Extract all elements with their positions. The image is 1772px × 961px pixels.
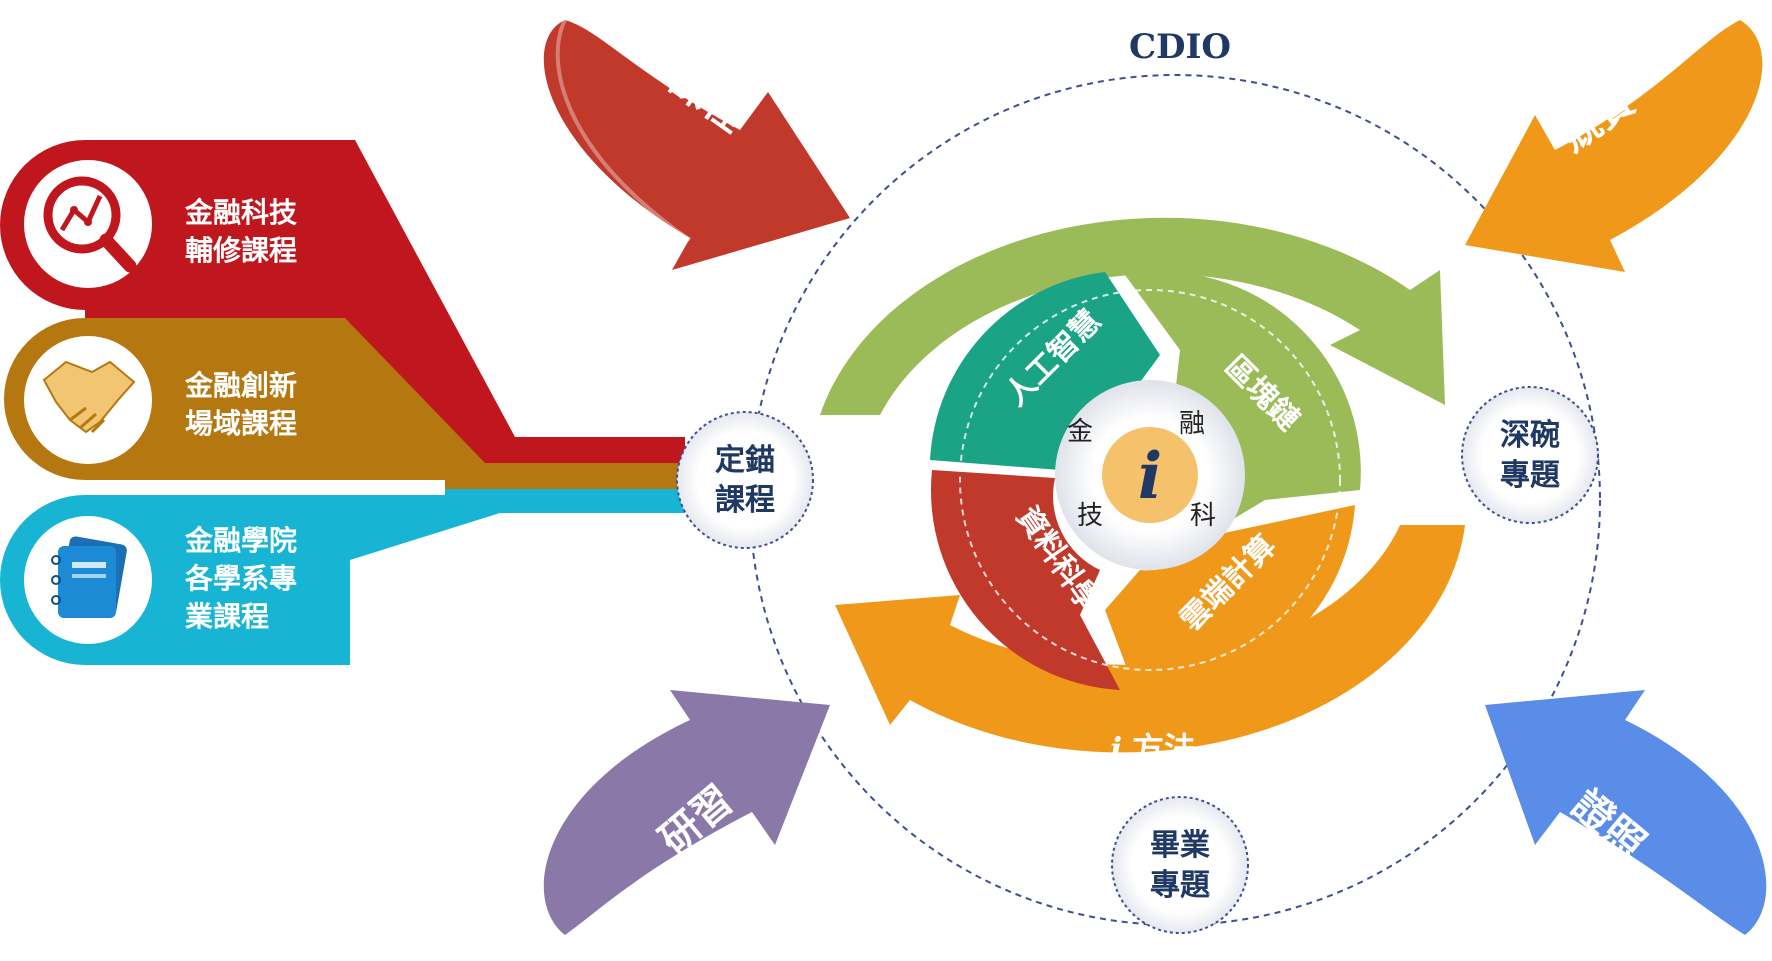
inner-cycle: 人工智慧 區塊鏈 雲端計算 資料科學: [930, 271, 1361, 692]
magnifier-chart-icon: [24, 160, 152, 288]
arrow-internship: 研習: [543, 690, 830, 935]
core-i-badge: [1102, 427, 1198, 523]
node-deep-line-2: 專題: [1500, 458, 1560, 493]
core-hub: i 金 融 技 科: [1055, 380, 1245, 570]
arrow-certificate: 證照: [1485, 690, 1767, 935]
college-line-3: 業課程: [185, 600, 269, 633]
tools-ring: i 工具: [820, 182, 1445, 415]
node-graduation-line-1: 畢業: [1150, 828, 1210, 863]
innovation-line-2: 場域課程: [185, 407, 297, 440]
segment-blockchain: [1125, 271, 1361, 530]
tools-label: 工具: [1155, 182, 1219, 220]
banner-labels: 金融科技 輔修課程 金融創新 場域課程 金融學院 各學系專 業課程: [184, 196, 297, 633]
node-deep-line-1: 深碗: [1500, 418, 1560, 453]
methods-ring: i 方法: [835, 525, 1465, 768]
node-anchor: 定錨 課程: [676, 411, 814, 549]
core-char-ke: 科: [1190, 501, 1216, 531]
core-i-glyph: i: [1138, 439, 1162, 514]
node-deep: 深碗 專題: [1461, 386, 1599, 524]
arrow-course: 課程: [543, 19, 850, 270]
fintech-line-1: 金融科技: [184, 196, 297, 229]
methods-label: 方法: [1132, 730, 1196, 768]
arrow-competition: 競賽: [1465, 20, 1763, 272]
segment-data-science: [930, 470, 1120, 690]
innovation-line-1: 金融創新: [184, 369, 297, 402]
core-char-ji: 技: [1077, 501, 1103, 531]
tools-i-glyph: i: [1135, 182, 1147, 220]
node-anchor-line-1: 定錨: [715, 443, 775, 478]
left-programs: 金融科技 輔修課程 金融創新 場域課程 金融學院 各學系專 業課程: [0, 140, 685, 665]
segment-cloud: [1105, 505, 1355, 692]
core-char-jin: 金: [1067, 417, 1093, 447]
node-graduation-line-2: 專題: [1150, 868, 1210, 903]
connector-gold: [445, 463, 685, 489]
fintech-line-2: 輔修課程: [185, 234, 297, 267]
college-line-2: 各學系專: [184, 562, 297, 595]
core-char-rong: 融: [1179, 409, 1205, 439]
node-anchor-line-2: 課程: [715, 483, 775, 518]
inner-dashed-ring: [959, 289, 1341, 671]
connector-red: [445, 437, 685, 463]
node-graduation: 畢業 專題: [1111, 796, 1249, 934]
notebook-icon: [24, 516, 152, 644]
handshake-icon: [24, 336, 152, 464]
methods-i-glyph: i: [1110, 730, 1122, 768]
college-line-1: 金融學院: [184, 524, 297, 557]
diagram-title: CDIO: [1129, 27, 1231, 67]
